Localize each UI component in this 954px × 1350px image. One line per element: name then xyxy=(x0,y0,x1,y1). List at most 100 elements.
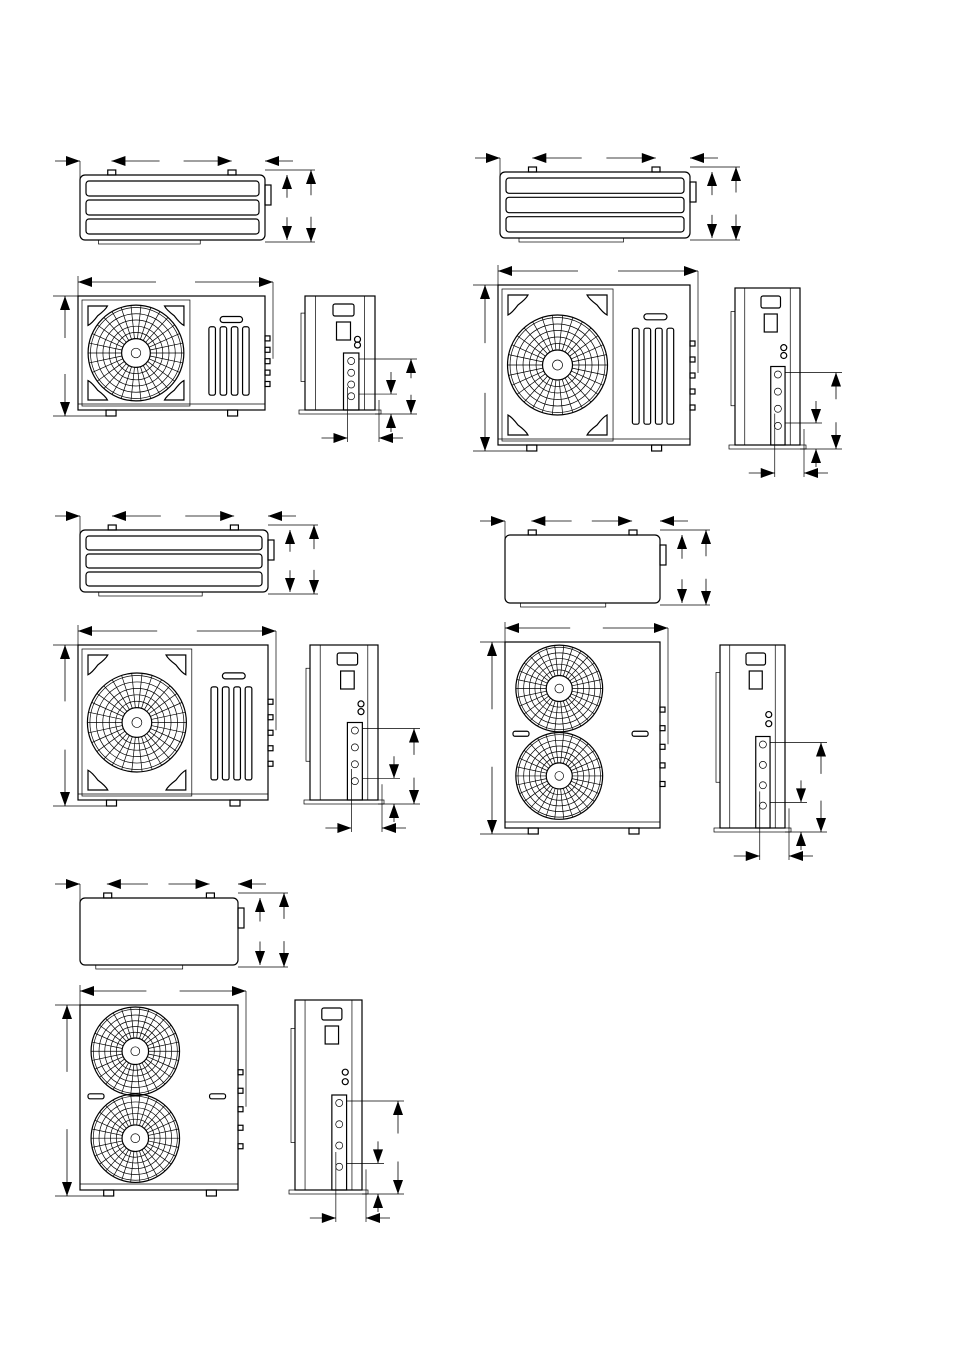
pipe-connector xyxy=(689,340,696,347)
dimension-arrow-icon xyxy=(262,626,276,636)
vent-slot xyxy=(208,326,217,396)
dimension-line xyxy=(561,317,574,351)
electrical-box xyxy=(763,313,778,333)
vent-slot xyxy=(244,686,253,781)
handle xyxy=(631,730,649,737)
dimension-line xyxy=(97,361,125,382)
dimension-arrow-icon xyxy=(618,516,633,526)
fan-hub xyxy=(541,349,574,381)
dimension-line xyxy=(112,1149,129,1177)
dimension-line xyxy=(151,711,186,720)
dimension-line xyxy=(105,1147,127,1172)
dimension-line xyxy=(551,315,557,351)
mount xyxy=(103,892,113,899)
dimension-line xyxy=(99,1024,125,1044)
dimension-line xyxy=(145,1145,172,1165)
dimension-line xyxy=(150,702,183,717)
dimension-arrow-icon xyxy=(60,792,70,806)
dimension-arrow-icon xyxy=(279,893,289,907)
side-view xyxy=(713,644,827,861)
dimension-line xyxy=(562,647,573,677)
front-view-outline xyxy=(79,1004,239,1191)
pipe-connector xyxy=(659,544,667,566)
pipe-connector xyxy=(267,539,275,561)
electrical-box xyxy=(340,670,355,690)
dimension-line xyxy=(572,367,607,376)
dimension-line xyxy=(131,673,136,708)
dimension-arrow-icon xyxy=(337,823,352,833)
dimension-line xyxy=(147,1032,176,1047)
dimension-line xyxy=(532,321,551,353)
dimension-arrow-icon xyxy=(60,645,70,659)
front-view xyxy=(55,985,247,1197)
dimension-line xyxy=(136,1151,141,1183)
dimension-arrow-icon xyxy=(306,228,316,242)
dimension-line xyxy=(112,1062,129,1090)
dimension-line xyxy=(145,1111,172,1131)
dimension-line xyxy=(91,1128,123,1136)
dimension-line xyxy=(523,695,549,715)
side-view xyxy=(728,287,842,478)
grille-corner xyxy=(165,769,187,791)
dimension-arrow-icon xyxy=(80,986,94,996)
dimension-arrow-icon xyxy=(491,516,505,526)
dimension-arrow-icon xyxy=(255,898,265,912)
front-view xyxy=(53,276,274,417)
figure-unit-3 xyxy=(53,511,420,833)
figure-unit-4 xyxy=(480,516,827,861)
handle xyxy=(208,1093,227,1100)
pipe-connector xyxy=(267,698,274,705)
vent-slot xyxy=(643,327,652,425)
figure-unit-1 xyxy=(53,156,417,443)
pipe-connector xyxy=(689,388,696,395)
water-connection-panel xyxy=(346,721,363,801)
top-slat xyxy=(505,216,685,233)
dimension-line xyxy=(545,700,556,730)
connector-icon xyxy=(759,740,767,749)
dimension-arrow-icon xyxy=(111,156,126,166)
top-view-outline xyxy=(79,897,239,966)
grille-corner xyxy=(87,379,109,401)
dimension-arrow-icon xyxy=(641,153,656,163)
top-slat xyxy=(85,535,263,551)
dimension-line xyxy=(571,778,602,786)
handle xyxy=(512,730,530,737)
dimension-line xyxy=(139,1063,150,1094)
dimension-line xyxy=(136,1064,141,1096)
dimension-line xyxy=(545,788,556,818)
dimension-line xyxy=(569,695,595,715)
dimension-arrow-icon xyxy=(321,1213,336,1223)
connector-icon xyxy=(774,404,782,413)
vent-slot xyxy=(631,327,640,425)
dimension-line xyxy=(147,361,175,382)
top-view xyxy=(475,153,741,243)
front-view xyxy=(53,625,277,807)
dimension-line xyxy=(560,701,565,732)
dimension-line xyxy=(565,699,582,727)
pipe-connector xyxy=(689,372,696,379)
dimension-arrow-icon xyxy=(285,578,295,592)
dimension-line xyxy=(569,750,595,769)
dimension-line xyxy=(121,1096,132,1126)
base xyxy=(298,409,382,415)
dimension-line xyxy=(91,728,124,743)
dimension-line xyxy=(532,377,551,409)
mount xyxy=(527,166,538,173)
dimension-arrow-icon xyxy=(409,728,419,743)
dimension-line xyxy=(99,1058,125,1078)
dimension-arrow-icon xyxy=(220,511,235,521)
dimension-line xyxy=(141,1149,158,1177)
dimension-line xyxy=(571,766,602,774)
handle xyxy=(336,652,359,666)
pipe-connector xyxy=(267,760,274,767)
dimension-arrow-icon xyxy=(654,623,668,633)
grille-corner xyxy=(507,414,529,436)
dimension-arrow-icon xyxy=(409,790,419,804)
dimension-line xyxy=(551,379,557,415)
dimension-line xyxy=(571,370,604,386)
front-view xyxy=(480,622,669,835)
dimension-line xyxy=(136,1007,141,1039)
dimension-line xyxy=(142,311,161,341)
dimension-line xyxy=(136,1094,141,1126)
